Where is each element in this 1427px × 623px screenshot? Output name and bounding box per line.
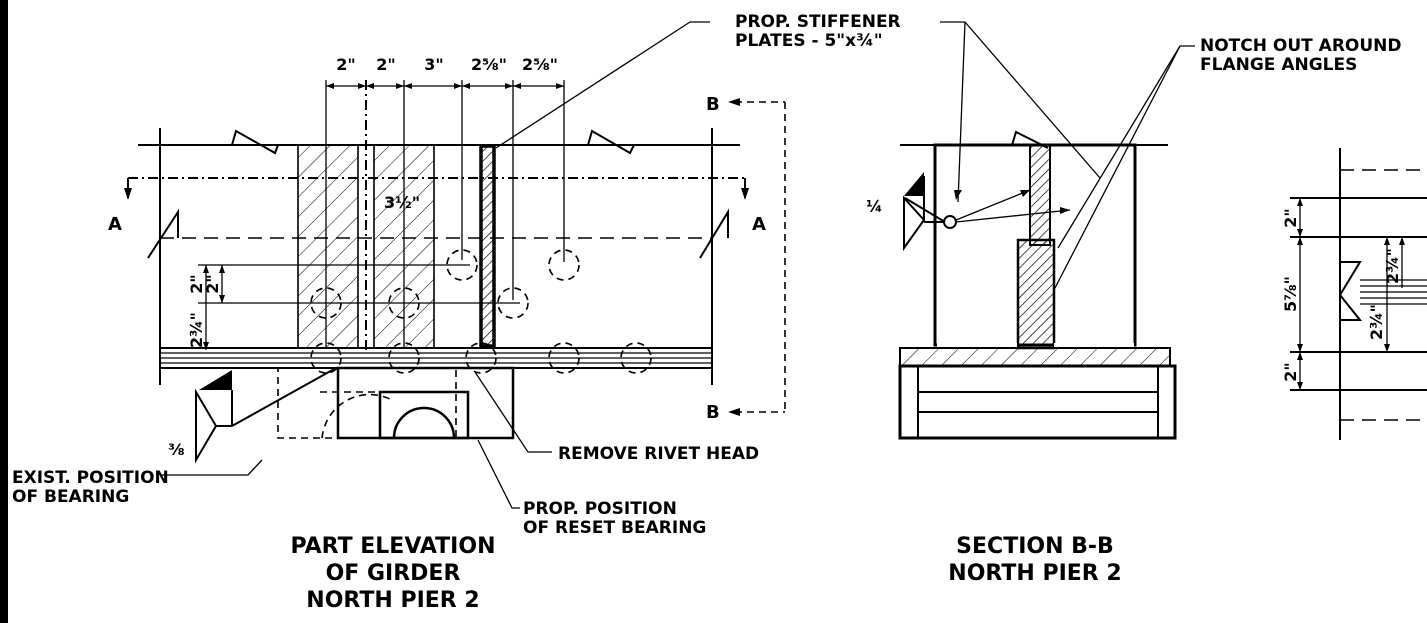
exist-bearing-line2: OF BEARING	[12, 487, 129, 507]
dim-top-4: 2⅝"	[471, 55, 507, 74]
section-b-b-view: ¼ SECTION B-B NORTH PIER 2	[866, 130, 1177, 586]
rivet-hole	[310, 342, 342, 374]
existing-bearing-outline	[277, 367, 457, 439]
break-mark-top-left	[231, 129, 279, 155]
left-vertical-dimensions	[198, 264, 520, 350]
section-title-line1: SECTION B-B	[956, 534, 1114, 559]
stiffener-callout-line1: PROP. STIFFENER	[735, 12, 901, 32]
dim-2-left: 2"	[187, 274, 206, 293]
dim-top-3: 3"	[424, 55, 443, 74]
break-mark-top-right	[587, 129, 635, 155]
rivet-hole	[497, 287, 529, 319]
break-mark-right	[699, 208, 729, 259]
elevation-title-line2: OF GIRDER	[326, 561, 461, 586]
notch-detail-view	[1290, 148, 1427, 440]
rivet-hole	[465, 342, 497, 374]
part-elevation-view: 2" 2" 3" 2⅝" 2⅝" 3½" 2" 2" 2¾"	[108, 55, 786, 613]
top-dimension-chain	[325, 80, 565, 348]
section-title-line2: NORTH PIER 2	[948, 561, 1121, 586]
break-mark-left	[147, 208, 179, 259]
detail-dim-2-top: 2"	[1281, 208, 1300, 227]
remove-rivet-head: REMOVE RIVET HEAD	[558, 444, 759, 464]
rivet-hole	[446, 249, 478, 281]
dim-top-2: 2"	[376, 55, 395, 74]
section-a-label-left: A	[108, 214, 122, 235]
elevation-title-line1: PART ELEVATION	[291, 534, 496, 559]
prop-bearing-line1: PROP. POSITION	[523, 499, 677, 519]
prop-bearing-line2: OF RESET BEARING	[523, 518, 706, 538]
dim-top-1: 2"	[336, 55, 355, 74]
exist-bearing-line1: EXIST. POSITION	[12, 468, 169, 488]
section-b-label-bottom: B	[706, 402, 720, 423]
rivet-hole	[548, 249, 580, 281]
rivet-hole	[388, 342, 420, 374]
existing-stiffener-left	[297, 144, 359, 349]
weld-size-1-4: ¼	[866, 197, 883, 216]
rivet-hole	[620, 342, 652, 374]
dim-2-3-4-left: 2¾"	[187, 312, 206, 348]
stiffener-callout-line2: PLATES - 5"x¾"	[735, 31, 883, 51]
elevation-title-line3: NORTH PIER 2	[306, 588, 479, 613]
detail-dim-5-7-8: 5⅞"	[1281, 276, 1300, 312]
detail-dim-2-3-4-a: 2¾"	[1367, 304, 1386, 340]
notch-callout-line1: NOTCH OUT AROUND	[1200, 36, 1402, 56]
weld-size-3-8: ⅜	[168, 440, 185, 459]
section-a-label-right: A	[752, 214, 766, 235]
elevation-callouts: EXIST. POSITION OF BEARING REMOVE RIVET …	[12, 12, 1402, 538]
weld-symbol-3-8	[195, 367, 337, 464]
rivet-hole	[548, 342, 580, 374]
dim-2-left-b: 2"	[203, 274, 222, 293]
sheet-border	[0, 0, 8, 623]
section-b-label-top: B	[706, 94, 720, 115]
proposed-stiffener-plate	[479, 144, 496, 348]
notch-callout-line2: FLANGE ANGLES	[1200, 55, 1357, 75]
dim-3-half: 3½"	[384, 193, 420, 212]
detail-dim-2-3-4-b: 2¾"	[1383, 248, 1402, 284]
detail-dim-2-bot: 2"	[1281, 362, 1300, 381]
proposed-bearing	[336, 366, 515, 440]
dim-top-5: 2⅝"	[522, 55, 558, 74]
